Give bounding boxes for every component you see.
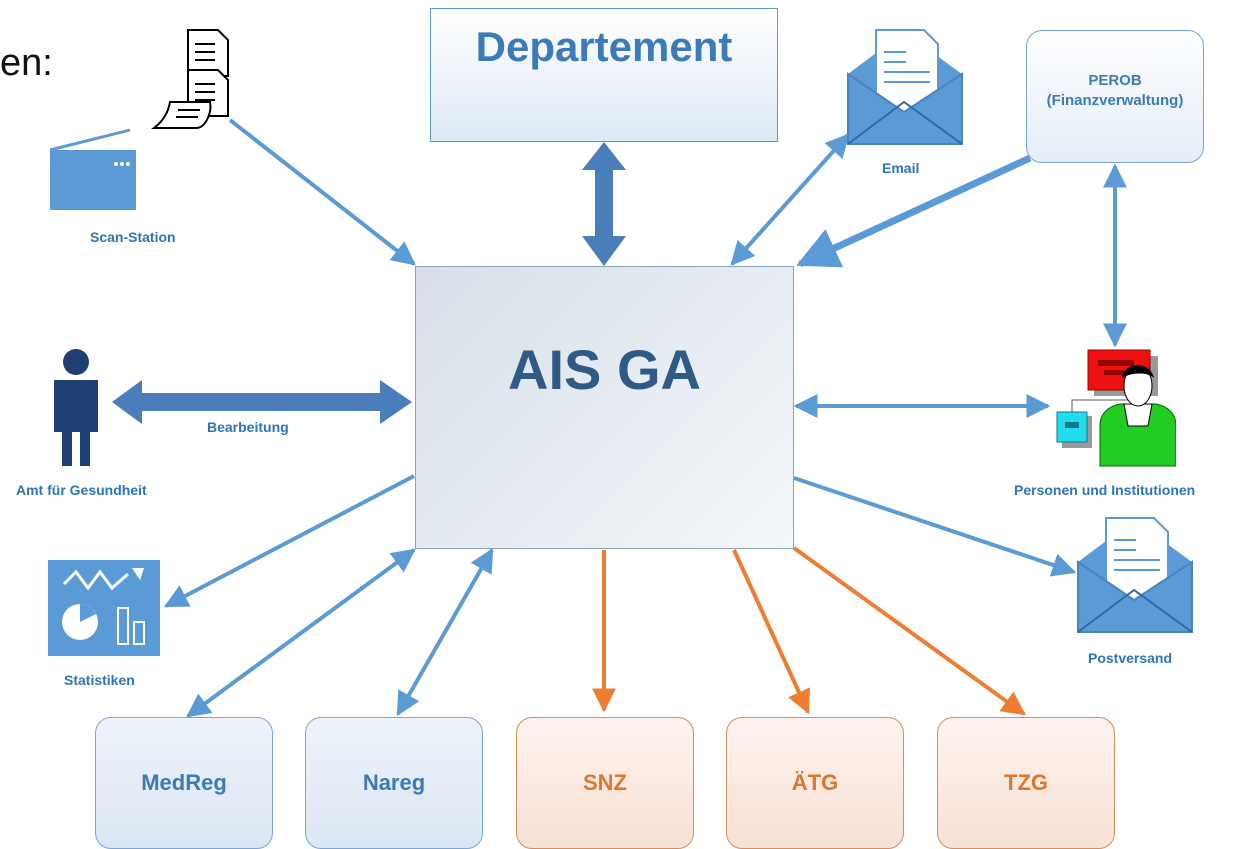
arrow-perob (796, 154, 1032, 268)
perob-box: PEROB (Finanzverwaltung) (1026, 30, 1204, 163)
medreg-label: MedReg (141, 770, 227, 795)
statistiken-label: Statistiken (64, 672, 135, 688)
amt-label: Amt für Gesundheit (16, 482, 147, 498)
ais-ga-label: AIS GA (508, 338, 701, 401)
arrow-medreg (186, 548, 416, 718)
snz-label: SNZ (583, 770, 627, 795)
person-icon (54, 349, 98, 466)
email-envelope-icon (847, 29, 963, 145)
arrow-departement (582, 142, 626, 266)
scan-station-label: Scan-Station (90, 229, 176, 245)
scanner-icon (49, 128, 136, 210)
heading-fragment: en: (0, 42, 53, 84)
arrow-nareg (396, 547, 494, 717)
nareg-box: Nareg (305, 717, 483, 849)
arrow-tzg (792, 546, 1026, 716)
tzg-label: TZG (1004, 770, 1048, 795)
arrow-atg (732, 549, 810, 715)
persons-institutions-icon (1056, 349, 1176, 467)
ais-ga-box: AIS GA (415, 266, 794, 549)
perob-label: PEROB (1088, 72, 1142, 89)
arrow-statistiken (163, 474, 415, 608)
arrow-email (730, 133, 850, 266)
post-envelope-icon (1077, 517, 1193, 633)
nareg-label: Nareg (362, 770, 426, 795)
statistics-icon (48, 560, 160, 656)
arrow-scan (228, 118, 416, 266)
personen-label: Personen und Institutionen (1014, 482, 1196, 498)
bearbeitung-label: Bearbeitung (207, 419, 289, 435)
perob-sublabel: (Finanzverwaltung) (1046, 92, 1184, 109)
departement-label: Departement (475, 23, 733, 70)
arrow-postversand (793, 476, 1077, 577)
email-label: Email (882, 160, 920, 176)
snz-box: SNZ (516, 717, 694, 849)
postversand-label: Postversand (1088, 650, 1173, 666)
documents-icon (151, 29, 229, 129)
atg-label: ÄTG (791, 770, 839, 795)
atg-box: ÄTG (726, 717, 904, 849)
arrow-bearbeitung (112, 380, 412, 424)
departement-box: Departement (430, 8, 778, 142)
medreg-box: MedReg (95, 717, 273, 849)
tzg-box: TZG (937, 717, 1115, 849)
